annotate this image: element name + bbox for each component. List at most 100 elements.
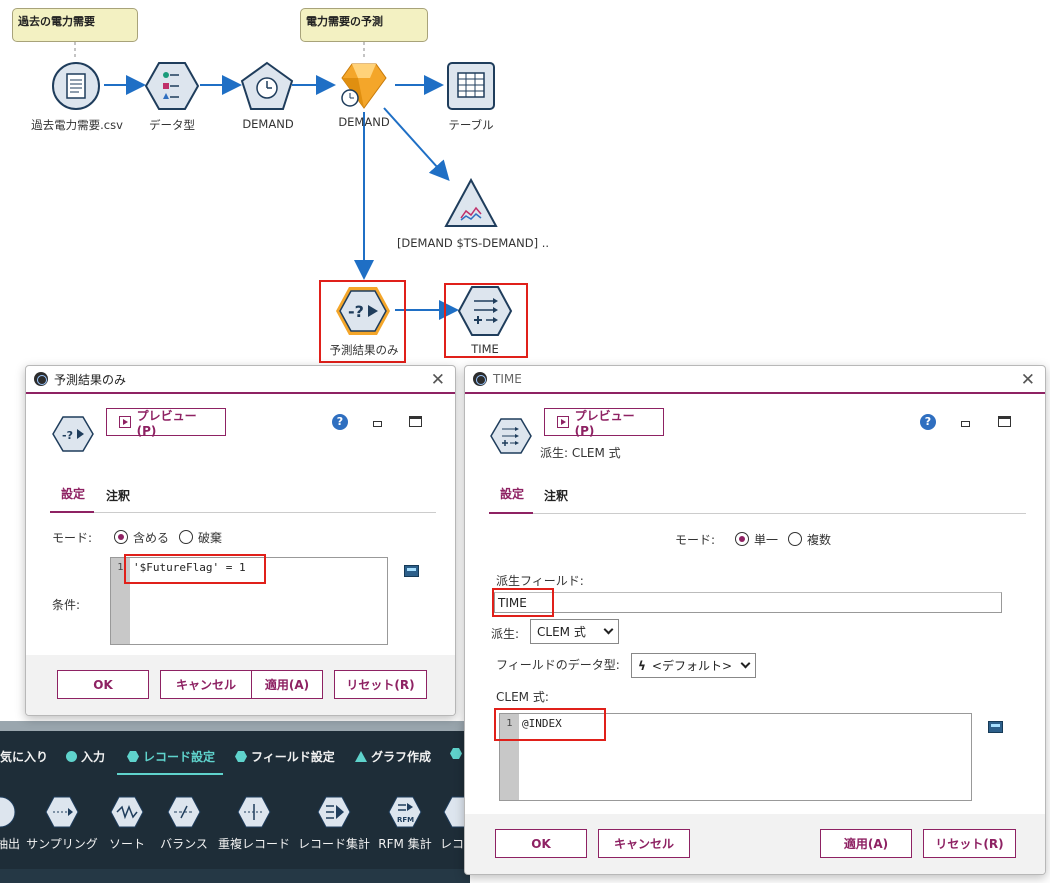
cancel-button[interactable]: キャンセル (598, 829, 690, 858)
mode-single-radio[interactable] (735, 532, 749, 546)
palette-tab-graphs[interactable]: グラフ作成 (355, 748, 431, 765)
field-type-select[interactable]: ϟ <デフォルト> (631, 653, 756, 678)
condition-editor[interactable]: 1 '$FutureFlag' = 1 (110, 557, 388, 645)
palette-tab-favorites-label: 気に入り (0, 750, 49, 764)
select-node-highlight (319, 280, 406, 363)
close-icon[interactable]: ✕ (1020, 370, 1035, 390)
field-type-value: <デフォルト> (651, 659, 733, 673)
select-icon: -? (336, 287, 390, 335)
palette-tab-more[interactable] (450, 748, 462, 759)
palette-tab-field-ops[interactable]: フィールド設定 (235, 748, 335, 765)
maximize-icon[interactable] (409, 416, 422, 427)
palette-item-aggregate-label: レコード集計 (297, 837, 370, 851)
palette-item-select[interactable]: 抽出 (0, 795, 20, 852)
preview-button[interactable]: プレビュー(P) (544, 408, 664, 438)
tab-divider (489, 513, 1026, 514)
maximize-icon[interactable] (998, 416, 1011, 427)
derive-field-label: 派生フィールド: (496, 574, 584, 588)
comment-history[interactable]: 過去の電力需要 (12, 8, 138, 42)
palette-item-distinct[interactable]: 重複レコード (216, 795, 292, 852)
palette-item-sort-label: ソート (108, 837, 145, 851)
demand-nugget-node[interactable] (338, 60, 390, 112)
demand-nugget-label: DEMAND (338, 115, 390, 129)
timeplot-node[interactable] (444, 178, 498, 228)
expression-builder-icon[interactable] (404, 565, 419, 577)
distinct-node-icon (237, 795, 271, 829)
apply-button[interactable]: 適用(A) (251, 670, 323, 699)
demand-model-label: DEMAND (242, 117, 294, 131)
derive-dialog-footer: OK キャンセル 適用(A) リセット(R) (465, 814, 1045, 874)
palette-tab-record-ops[interactable]: レコード設定 (127, 748, 215, 765)
palette-item-select-label: 抽出 (0, 837, 20, 851)
tab-settings[interactable]: 設定 (500, 487, 525, 501)
preview-button-label: プレビュー(P) (136, 408, 197, 438)
palette-item-aggregate[interactable]: レコード集計 (297, 795, 371, 852)
palette-tab-sources[interactable]: 入力 (66, 748, 105, 765)
derive-field-input[interactable]: TIME (494, 592, 1002, 613)
derive-node[interactable] (457, 284, 513, 338)
select-node[interactable]: -? (334, 284, 392, 338)
expression-builder-icon[interactable] (988, 721, 1003, 733)
preview-button[interactable]: プレビュー(P) (106, 408, 226, 438)
tab-annotations[interactable]: 注釈 (544, 489, 569, 503)
palette-tab-sources-label: 入力 (81, 750, 106, 764)
derive-dialog-node-icon (490, 417, 532, 458)
palette-tab-field-ops-label: フィールド設定 (251, 750, 335, 764)
mode-multiple-radio[interactable] (788, 532, 802, 546)
derive-field-value: TIME (498, 596, 527, 610)
mode-include-radio[interactable] (114, 530, 128, 544)
tab-active-indicator (50, 511, 94, 513)
chevron-down-icon (740, 658, 751, 669)
apply-button[interactable]: 適用(A) (820, 829, 912, 858)
field-type-label: フィールドのデータ型: (496, 658, 620, 672)
mode-discard-label: 破棄 (198, 531, 223, 545)
derive-icon (457, 286, 513, 336)
derive-as-select[interactable]: CLEM 式 (530, 619, 619, 644)
ok-button[interactable]: OK (57, 670, 149, 699)
palette-item-distinct-label: 重複レコード (217, 837, 290, 851)
clem-editor[interactable]: 1 @INDEX (499, 713, 972, 801)
close-icon[interactable]: ✕ (430, 370, 445, 390)
reset-button[interactable]: リセット(R) (923, 829, 1016, 858)
clem-label: CLEM 式: (496, 690, 549, 704)
file-icon (52, 62, 100, 110)
palette-item-sort[interactable]: ソート (104, 795, 150, 852)
tab-settings[interactable]: 設定 (61, 487, 86, 501)
select-dialog-title: 予測結果のみ (54, 372, 127, 387)
derive-dialog-titlebar: TIME ✕ (465, 366, 1045, 394)
palette-active-underline (117, 773, 223, 775)
help-icon[interactable]: ? (920, 414, 936, 430)
hexagon-icon (450, 748, 462, 759)
timeplot-node-label: [DEMAND $TS-DEMAND] .. (396, 236, 550, 250)
comment-forecast[interactable]: 電力需要の予測 (300, 8, 428, 42)
cancel-button[interactable]: キャンセル (160, 670, 252, 699)
palette-item-balance[interactable]: バランス (158, 795, 210, 852)
type-node[interactable] (145, 61, 199, 111)
triangle-icon (355, 751, 367, 762)
table-node[interactable] (446, 61, 496, 111)
minimize-icon[interactable] (373, 421, 382, 427)
select-dialog-node-icon: -? (52, 415, 94, 456)
svg-text:-?: -? (62, 429, 73, 442)
mode-discard-radio[interactable] (179, 530, 193, 544)
play-icon (119, 416, 131, 428)
play-icon (557, 416, 569, 428)
mode-multiple-label: 複数 (807, 533, 832, 547)
help-icon[interactable]: ? (332, 414, 348, 430)
minimize-icon[interactable] (961, 421, 970, 427)
type-node-label: データ型 (149, 118, 195, 132)
derive-field-highlight (492, 588, 554, 617)
palette-item-rfm[interactable]: RFM RFM 集計 (376, 795, 434, 852)
demand-model-node[interactable] (240, 61, 294, 111)
csv-source-node[interactable] (51, 61, 101, 111)
derive-dialog-title: TIME (493, 372, 522, 386)
palette-tab-favorites[interactable]: 気に入り (0, 748, 48, 765)
rfm-node-icon: RFM (388, 795, 422, 829)
sample-node-icon (45, 795, 79, 829)
reset-button[interactable]: リセット(R) (334, 670, 427, 699)
tab-annotations[interactable]: 注釈 (106, 489, 131, 503)
sort-node-icon (110, 795, 144, 829)
stream-canvas[interactable]: 過去の電力需要 電力需要の予測 過去電力需要.csv データ型 DE (0, 0, 1050, 365)
ok-button[interactable]: OK (495, 829, 587, 858)
palette-item-sample[interactable]: サンプリング (24, 795, 100, 852)
